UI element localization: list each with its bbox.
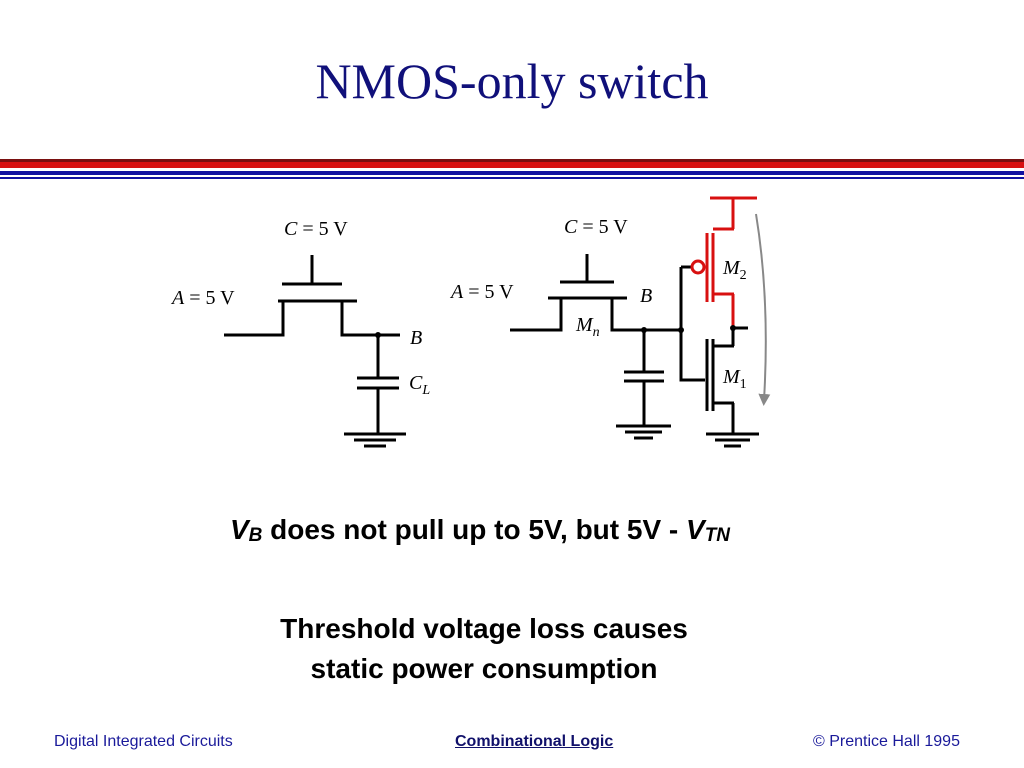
header-rule-blue bbox=[0, 171, 1024, 175]
leakage-current-arrow bbox=[755, 213, 771, 406]
footer-course-title: Digital Integrated Circuits bbox=[54, 733, 233, 750]
header-rule-red bbox=[0, 162, 1024, 168]
nmos-m1-transistor bbox=[705, 328, 735, 434]
right-node-capacitor bbox=[624, 330, 664, 426]
inverter-input-wire bbox=[679, 265, 705, 382]
right-input-label: A = 5 V bbox=[449, 281, 514, 303]
right-pass-transistor-inverter-circuit: C = 5 V A = 5 V B Mn M2 M1 bbox=[449, 196, 771, 448]
footer-chapter-link[interactable]: Combinational Logic bbox=[455, 733, 614, 750]
footer-copyright: © Prentice Hall 1995 bbox=[813, 733, 960, 750]
nmos-label: M1 bbox=[722, 366, 747, 392]
slide-title: NMOS-only switch bbox=[315, 53, 709, 109]
right-gate-label: C = 5 V bbox=[564, 216, 628, 238]
left-pass-transistor-circuit: C = 5 V A = 5 V B CL bbox=[170, 218, 430, 448]
note-line-2: static power consumption bbox=[310, 653, 658, 684]
left-ground-symbol bbox=[344, 432, 406, 448]
left-gate-label: C = 5 V bbox=[284, 218, 348, 240]
left-output-label: B bbox=[410, 327, 422, 349]
pass-nmos-transistor bbox=[510, 254, 681, 332]
right-output-label: B bbox=[640, 285, 652, 307]
left-cap-label: CL bbox=[409, 372, 430, 398]
left-input-label: A = 5 V bbox=[170, 287, 235, 309]
switch-circuit-diagram: C = 5 V A = 5 V B CL C = 5 V A = 5 V B M… bbox=[170, 196, 771, 448]
right-cap-ground-symbol bbox=[616, 424, 671, 440]
note-line-1: Threshold voltage loss causes bbox=[280, 613, 688, 644]
inverter-ground-symbol bbox=[706, 432, 759, 448]
header-rule-dark-red bbox=[0, 159, 1024, 162]
pmos-label: M2 bbox=[722, 257, 747, 283]
left-load-capacitor bbox=[357, 335, 399, 434]
pass-transistor-label: Mn bbox=[575, 314, 600, 340]
left-nmos-transistor bbox=[224, 255, 400, 337]
vb-statement: VB does not pull up to 5V, but 5V - VTN bbox=[229, 514, 731, 546]
pmos-m2-transistor bbox=[690, 196, 757, 328]
static-power-note: Threshold voltage loss causes static pow… bbox=[0, 609, 968, 689]
header-rule-blue-thin bbox=[0, 177, 1024, 179]
